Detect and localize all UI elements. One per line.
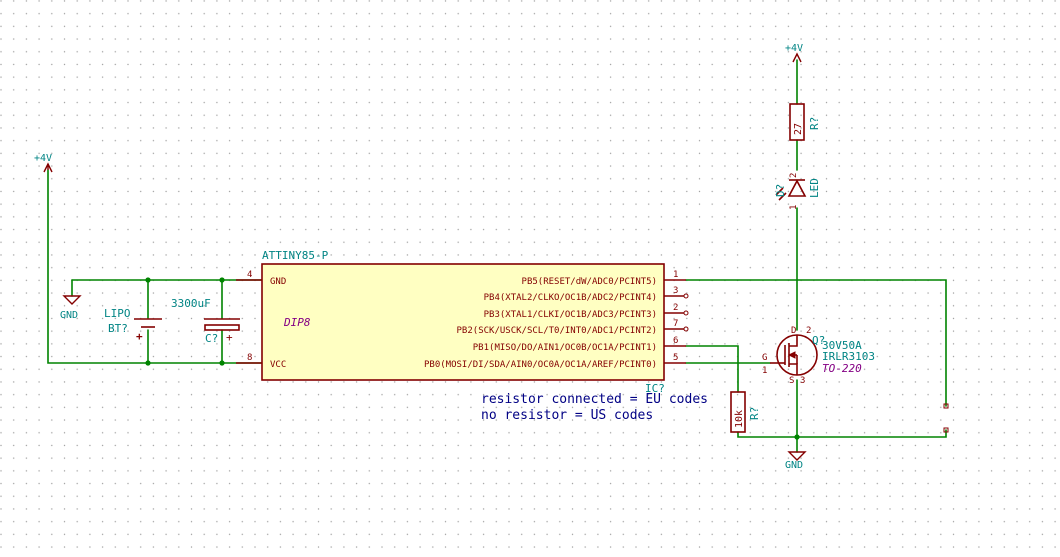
right-pin-pb3: 2 PB3(XTAL1/CLKI/OC1B/ADC3/PCINT3) — [484, 303, 689, 320]
resistor-body — [730, 391, 746, 433]
ic-ref: IC? — [645, 382, 665, 395]
power-vcc-right[interactable]: +4V — [785, 43, 803, 63]
wire-gnd-bus — [737, 429, 947, 438]
capacitor-ref: C? — [205, 332, 218, 345]
pin-num-1: 1 — [673, 270, 678, 280]
pin-name-gnd: GND — [270, 277, 286, 287]
resistor-gate-ref: R? — [748, 407, 761, 420]
right-pin-pb1: 6 PB1(MISO/DO/AIN1/OC0B/OC1A/PCINT1) — [473, 336, 686, 353]
pin-name-pb5: PB5(RESET/dW/ADC0/PCINT5) — [522, 277, 657, 287]
wires — [47, 59, 947, 453]
no-connect-icon — [683, 310, 689, 316]
no-connect-icon — [683, 293, 689, 299]
battery-value: LIPO — [104, 307, 131, 320]
mosfet-s-label: S — [789, 376, 794, 386]
notes: resistor connected = EU codes no resisto… — [481, 392, 708, 423]
junction-3 — [145, 360, 151, 366]
pin-num-3: 3 — [673, 286, 678, 296]
resistor-led-ref: R? — [808, 117, 821, 130]
resistor-led-value: 27 — [793, 123, 804, 135]
mosfet-pin2: 2 — [806, 326, 811, 336]
led-ray-1 — [775, 187, 784, 196]
mosfet-pin3: 3 — [800, 376, 805, 386]
pin-num-4: 4 — [247, 270, 252, 280]
mosfet-d-label: D — [791, 326, 796, 336]
resistor-gate[interactable]: 10k R? — [730, 391, 761, 433]
pin-num-8: 8 — [247, 353, 252, 363]
capacitor-symbol[interactable]: 3300uF C? + — [171, 297, 240, 345]
right-pin-pb5: 1 PB5(RESET/dW/ADC0/PCINT5) — [522, 270, 686, 287]
ground-icon — [62, 295, 82, 305]
capacitor-plus-label: + — [226, 331, 233, 344]
power-gnd-right[interactable]: GND — [785, 451, 807, 471]
battery-ref: BT? — [108, 322, 128, 335]
wire-vcc-left — [47, 169, 263, 364]
battery-symbol[interactable]: + LIPO BT? — [104, 307, 162, 343]
led-symbol[interactable]: D? LED 2 1 — [774, 173, 821, 210]
led-pin1: 1 — [789, 205, 799, 210]
ic-footprint: DIP8 — [283, 316, 311, 329]
arrow-up-icon — [43, 162, 53, 173]
pin-num-2: 2 — [673, 303, 678, 313]
vcc-right-label: +4V — [785, 43, 803, 54]
pin-name-pb2: PB2(SCK/USCK/SCL/T0/INT0/ADC1/PCINT2) — [457, 326, 657, 336]
pin-name-pb0: PB0(MOSI/DI/SDA/AIN0/OC0A/OC1A/AREF/PCIN… — [424, 360, 657, 370]
connector-end-bottom — [943, 427, 949, 433]
resistor-led[interactable]: 27 R? — [789, 103, 821, 141]
power-gnd-left[interactable]: GND — [60, 295, 82, 321]
pin-name-pb3: PB3(XTAL1/CLKI/OC1B/ADC3/PCINT3) — [484, 310, 657, 320]
led-pin2: 2 — [789, 173, 799, 178]
led-value: LED — [808, 178, 821, 198]
right-pin-pb2: 7 PB2(SCK/USCK/SCL/T0/INT0/ADC1/PCINT2) — [457, 319, 689, 336]
cap-plate-bottom — [204, 324, 240, 331]
ic-attiny85[interactable]: ATTINY85-P IC? DIP8 4 GND 8 VCC 1 PB5(RE… — [236, 249, 689, 395]
pin-num-7: 7 — [673, 319, 678, 329]
pin-name-vcc: VCC — [270, 360, 286, 370]
gnd-right-label: GND — [785, 460, 803, 471]
mosfet-pin1: 1 — [762, 366, 767, 376]
ic-value: ATTINY85-P — [262, 249, 329, 262]
mosfet-drain-lead — [789, 335, 798, 347]
power-vcc-left[interactable]: +4V — [34, 153, 53, 173]
pin-name-pb1: PB1(MISO/DO/AIN1/OC0B/OC1A/PCINT1) — [473, 343, 657, 353]
gnd-left-label: GND — [60, 310, 78, 321]
mosfet-g-label: G — [762, 353, 767, 363]
pin-num-6: 6 — [673, 336, 678, 346]
ic-body — [261, 263, 665, 381]
led-ray-2 — [778, 192, 787, 201]
junction-4 — [219, 360, 225, 366]
note-us: no resistor = US codes — [481, 408, 653, 423]
junction-1 — [145, 277, 151, 283]
junctions — [145, 277, 800, 440]
battery-plus-label: + — [136, 330, 143, 343]
led-ref: D? — [774, 184, 787, 197]
pin-name-pb4: PB4(XTAL2/CLKO/OC1B/ADC2/PCINT4) — [484, 293, 657, 303]
connector-end-top — [943, 403, 949, 409]
junction-2 — [219, 277, 225, 283]
resistor-gate-value: 10k — [734, 410, 745, 428]
pin-num-5: 5 — [673, 353, 678, 363]
right-pin-pb4: 3 PB4(XTAL2/CLKO/OC1B/ADC2/PCINT4) — [484, 286, 689, 303]
arrow-up-icon — [792, 52, 802, 63]
vcc-left-label: +4V — [34, 153, 52, 164]
mosfet-footprint: TO-220 — [822, 362, 862, 375]
led-triangle — [787, 179, 807, 197]
note-eu: resistor connected = EU codes — [481, 392, 708, 407]
mosfet-rating: 30V50A — [822, 339, 862, 352]
mosfet-symbol[interactable]: G 1 S 3 D 2 Q? 30V50A IRLR3103 TO-220 — [762, 326, 875, 386]
capacitor-value: 3300uF — [171, 297, 211, 310]
wire-pb5 — [685, 279, 947, 407]
right-pin-pb0: 5 PB0(MOSI/DI/SDA/AIN0/OC0A/OC1A/AREF/PC… — [424, 353, 686, 370]
mosfet-value: IRLR3103 — [822, 350, 875, 363]
no-connect-icon — [683, 326, 689, 332]
ground-icon — [787, 451, 807, 461]
junction-5 — [794, 434, 800, 440]
resistor-body — [789, 103, 805, 141]
mosfet-ref: Q? — [812, 334, 825, 347]
wire-pb1 — [685, 345, 739, 393]
